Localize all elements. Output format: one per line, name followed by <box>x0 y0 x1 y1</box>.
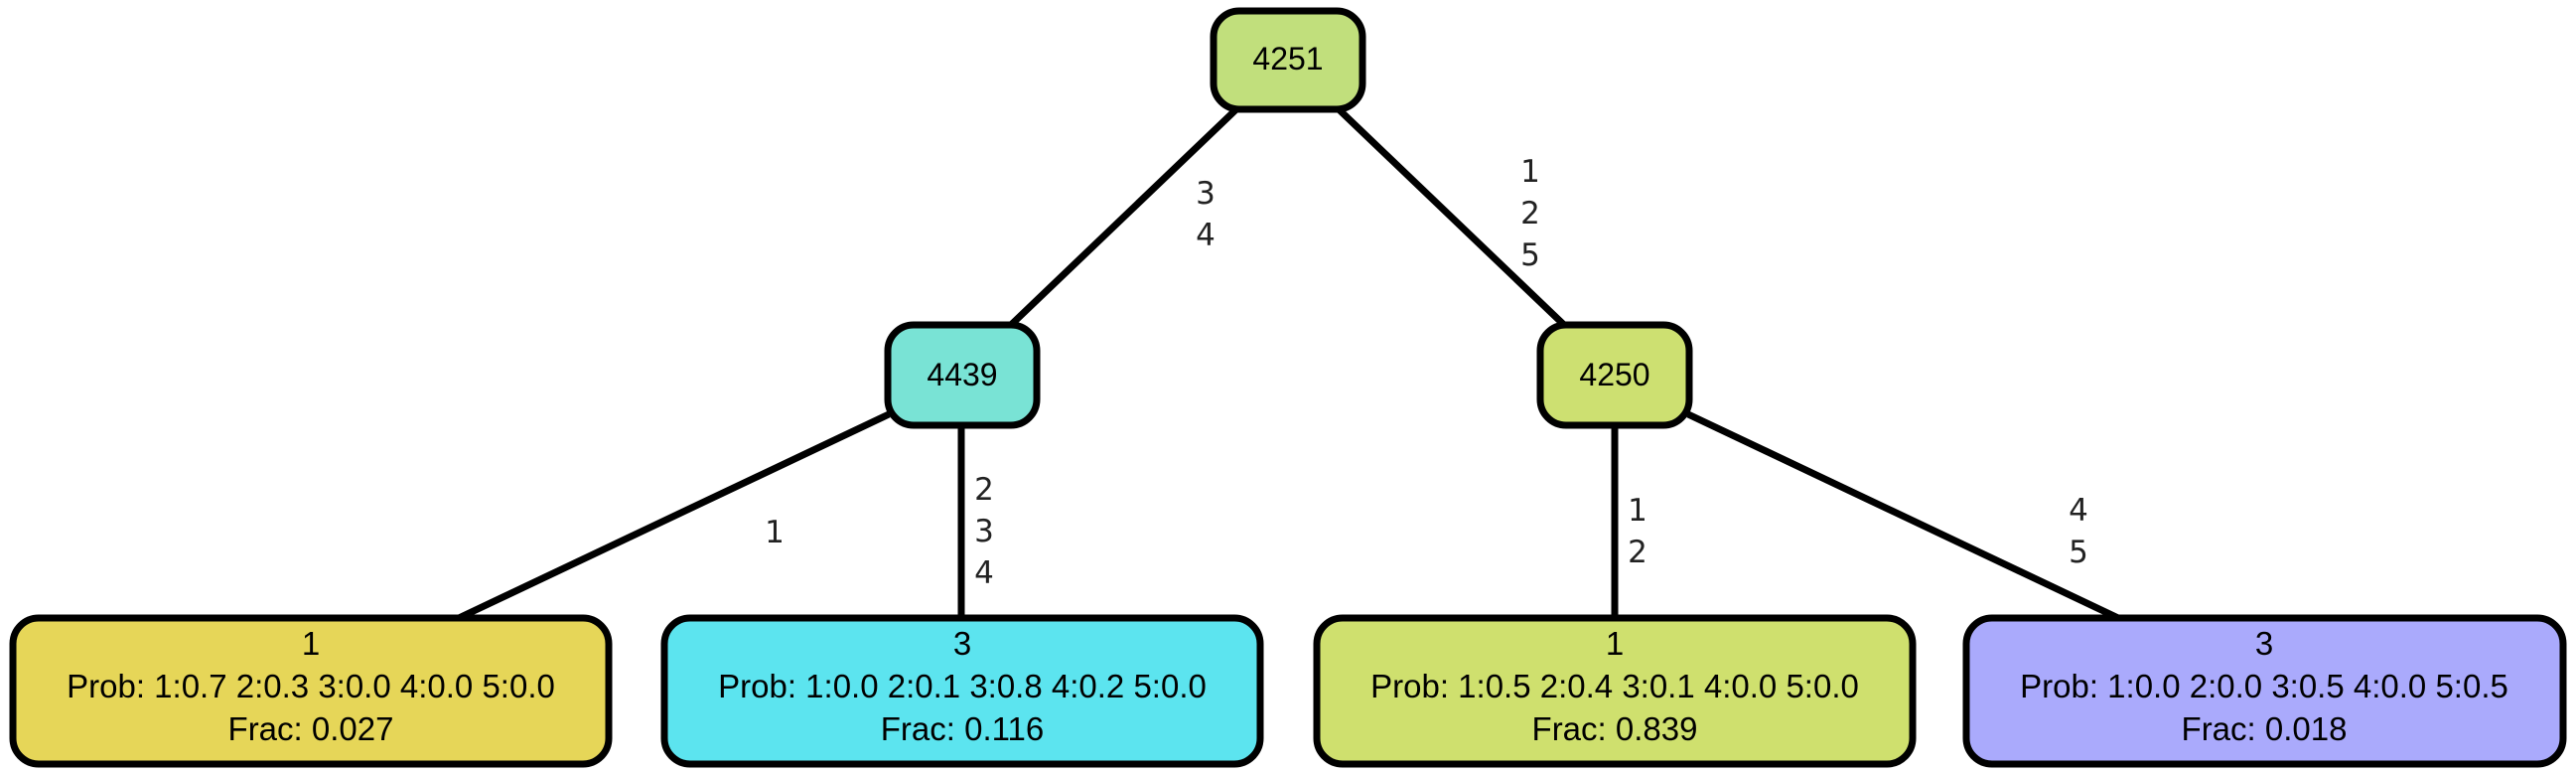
edge-label-left-leaf-2-line-3: 4 <box>974 555 994 591</box>
edge-label-left-leaf-1: 1 <box>765 515 785 550</box>
node-4250: 4250 <box>1536 321 1693 429</box>
edge-label-root-right-line-1: 1 <box>1520 154 1540 190</box>
leaf-1-box <box>9 614 613 768</box>
leaf-1: 1 Prob: 1:0.7 2:0.3 3:0.0 4:0.0 5:0.0 Fr… <box>9 614 613 768</box>
edge-label-root-left-line-1: 3 <box>1196 176 1216 212</box>
leaf-4-frac: Frac: 0.018 <box>2182 710 2348 747</box>
edge-root-to-right <box>1336 106 1567 328</box>
edge-label-left-leaf-2-line-1: 2 <box>974 472 994 508</box>
edge-label-root-left-line-2: 4 <box>1196 218 1216 253</box>
leaf-1-frac: Frac: 0.027 <box>228 710 394 747</box>
edge-label-right-leaf-4-line-2: 5 <box>2069 535 2088 570</box>
edge-root-to-left <box>1008 106 1239 328</box>
leaf-3-frac: Frac: 0.839 <box>1532 710 1698 747</box>
leaf-1-title: 1 <box>302 625 320 662</box>
node-4439-label: 4439 <box>927 357 997 392</box>
node-4439-box <box>884 321 1041 429</box>
leaf-3-title: 1 <box>1606 625 1624 662</box>
leaf-2: 3 Prob: 1:0.0 2:0.1 3:0.8 4:0.2 5:0.0 Fr… <box>660 614 1264 768</box>
leaf-4-box <box>1962 614 2567 768</box>
node-4439: 4439 <box>884 321 1041 429</box>
node-4251-label: 4251 <box>1252 41 1323 77</box>
leaf-2-title: 3 <box>953 625 971 662</box>
leaf-2-frac: Frac: 0.116 <box>881 710 1044 747</box>
edge-label-left-leaf-2-line-2: 3 <box>974 514 994 549</box>
edge-left-to-leaf-1 <box>457 410 891 622</box>
edge-right-to-leaf-4 <box>1686 410 2120 622</box>
leaf-2-box <box>660 614 1264 768</box>
leaf-2-prob: Prob: 1:0.0 2:0.1 3:0.8 4:0.2 5:0.0 <box>718 668 1207 704</box>
edge-label-right-leaf-3-line-1: 1 <box>1628 493 1647 529</box>
leaf-3-box <box>1313 614 1917 768</box>
leaf-4: 3 Prob: 1:0.0 2:0.0 3:0.5 4:0.0 5:0.5 Fr… <box>1962 614 2567 768</box>
leaf-3: 1 Prob: 1:0.5 2:0.4 3:0.1 4:0.0 5:0.0 Fr… <box>1313 614 1917 768</box>
node-4250-label: 4250 <box>1579 357 1649 392</box>
node-4251: 4251 <box>1210 7 1366 113</box>
leaf-4-prob: Prob: 1:0.0 2:0.0 3:0.5 4:0.0 5:0.5 <box>2020 668 2508 704</box>
edge-label-right-leaf-4-line-1: 4 <box>2069 493 2088 529</box>
leaf-1-prob: Prob: 1:0.7 2:0.3 3:0.0 4:0.0 5:0.0 <box>67 668 555 704</box>
node-4251-box <box>1210 7 1366 113</box>
leaf-3-prob: Prob: 1:0.5 2:0.4 3:0.1 4:0.0 5:0.0 <box>1370 668 1859 704</box>
edge-label-right-leaf-3-line-2: 2 <box>1628 535 1647 570</box>
leaf-4-title: 3 <box>2255 625 2273 662</box>
edge-label-root-right-line-3: 5 <box>1520 237 1540 273</box>
edge-label-root-right-line-2: 2 <box>1520 196 1540 232</box>
node-4250-box <box>1536 321 1693 429</box>
